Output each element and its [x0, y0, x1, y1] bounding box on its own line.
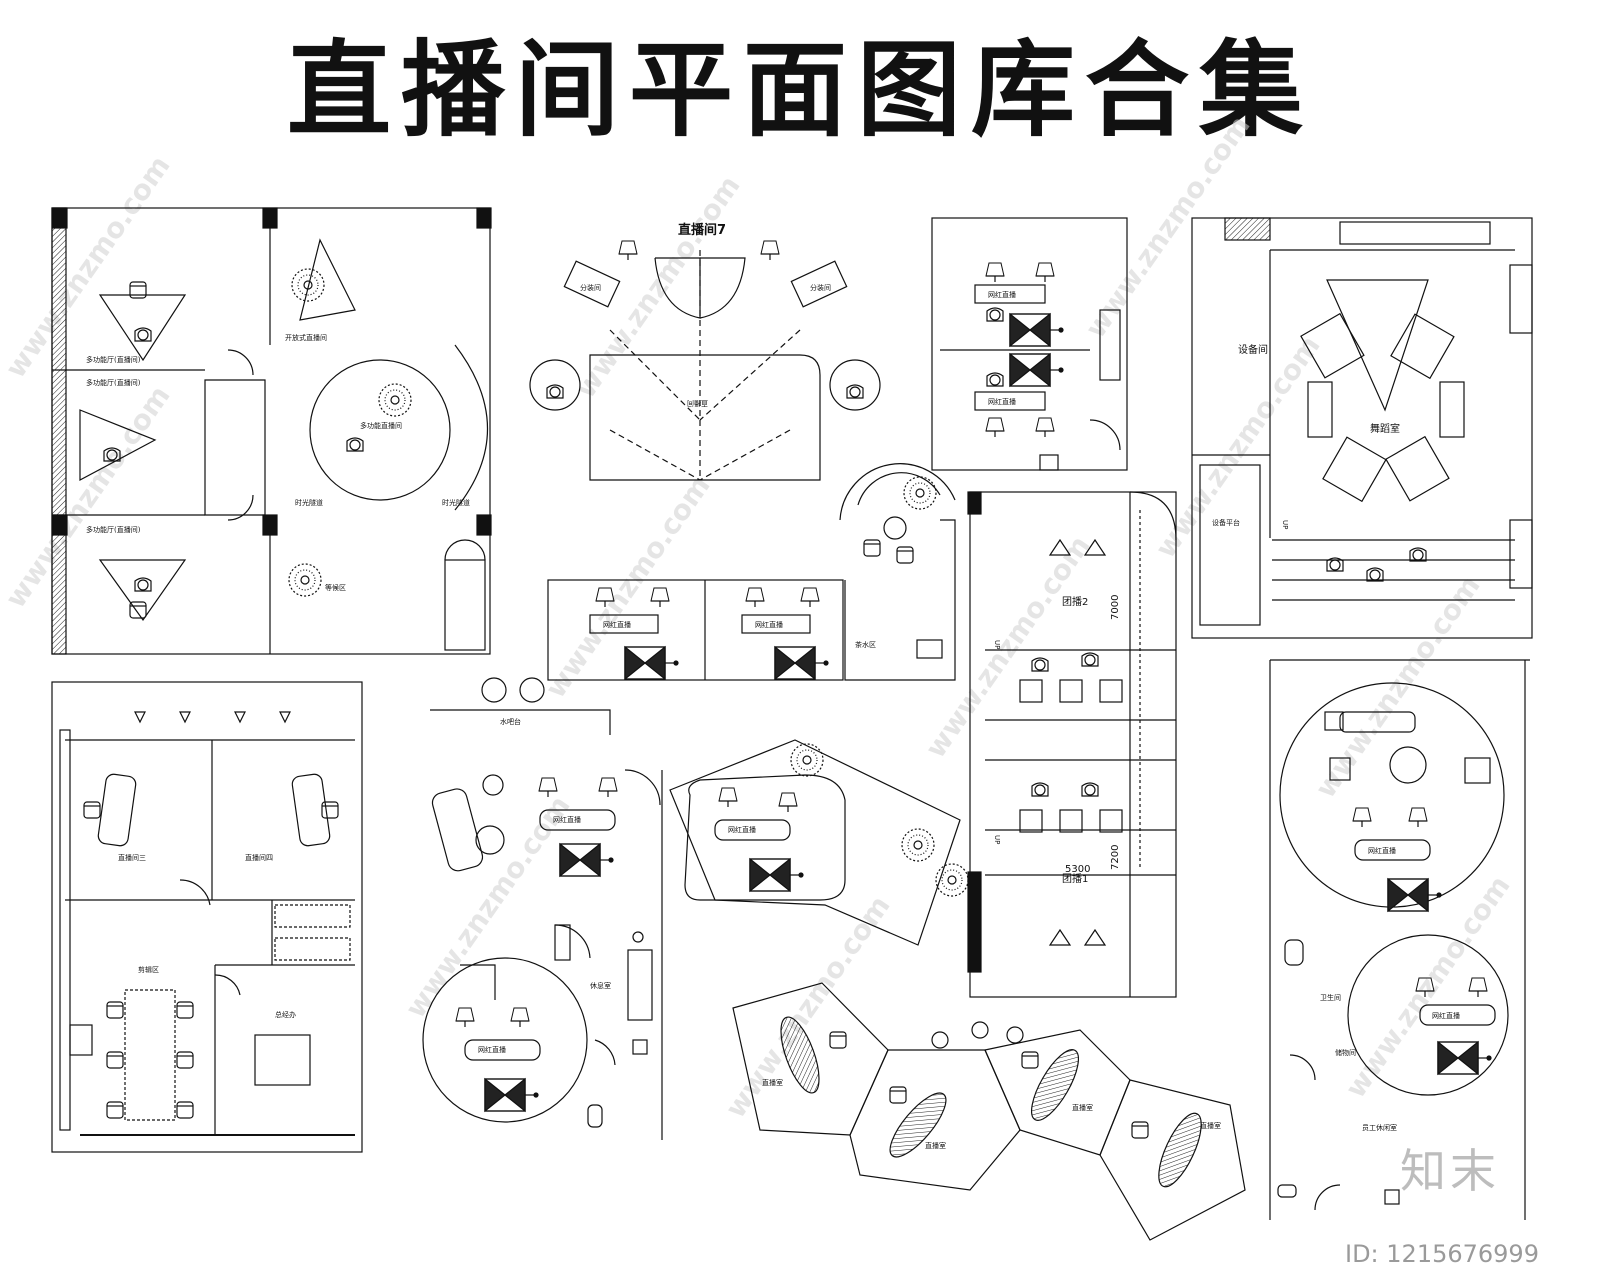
page-title: 直播间平面图库合集	[286, 29, 1313, 151]
room-label-live3: 直播间三	[118, 853, 146, 862]
room-label-rest: 休息室	[590, 981, 611, 990]
label-up-3: UP	[1281, 520, 1289, 529]
dim-7000: 7000	[1110, 595, 1121, 620]
room-label-makeup-2: 分装间	[810, 283, 831, 292]
plan-tea-zone	[547, 463, 956, 681]
plan-rotated-room	[669, 739, 969, 946]
watermark-layer: www.znzmo.com www.znzmo.com www.znzmo.co…	[0, 110, 1517, 1124]
room-label-room7: 直播间7	[678, 222, 726, 238]
dim-5300: 5300	[1065, 864, 1090, 875]
room-label-storage: 储物间	[1335, 1048, 1356, 1057]
room-label-time-tunnel-2: 时光隧道	[442, 498, 470, 507]
label-net-live-1: 网红直播	[988, 290, 1016, 299]
room-label-live4: 直播间四	[245, 853, 273, 862]
room-label-multi-hall-1: 多功能厅(直播间)	[86, 355, 141, 364]
room-label-multi-hall-3: 多功能厅(直播间)	[86, 525, 141, 534]
room-label-staff-lounge: 员工休闲室	[1362, 1123, 1397, 1132]
room-label-open-live: 开放式直播间	[285, 333, 327, 342]
plan-group-streaming	[967, 491, 1177, 998]
plan-pentagon-studios	[732, 982, 1246, 1241]
room-label-studio-3: 直播室	[1072, 1103, 1093, 1112]
label-net-live-9: 网红直播	[1432, 1011, 1460, 1020]
room-label-studio-2: 直播室	[925, 1141, 946, 1150]
label-up-1: UP	[993, 640, 1001, 649]
dim-7200: 7200	[1110, 845, 1121, 870]
label-net-live-2: 网红直播	[988, 397, 1016, 406]
plan-office	[51, 681, 363, 1153]
plan-dance-room	[1191, 217, 1533, 639]
watermark-text: www.znzmo.com	[1309, 570, 1487, 804]
plan-multi-function-complex	[51, 207, 492, 655]
plan-twin-rooms	[931, 217, 1128, 471]
room-label-equipment-room: 设备间	[1238, 343, 1268, 356]
label-net-live-6: 网红直播	[478, 1045, 506, 1054]
room-label-equipment-platform: 设备平台	[1212, 518, 1240, 527]
room-label-multi-hall-2: 多功能厅(直播间)	[86, 378, 141, 387]
watermark-text: www.znzmo.com	[0, 380, 177, 614]
plan-bar-rest	[422, 677, 663, 1140]
room-label-edit: 剪辑区	[138, 965, 159, 974]
watermark-text: www.znzmo.com	[919, 530, 1097, 764]
label-net-live-5: 网红直播	[553, 815, 581, 824]
label-up-2: UP	[993, 835, 1001, 844]
room-label-multi-live: 多功能直播间	[360, 421, 402, 430]
watermark-text: www.znzmo.com	[399, 790, 577, 1024]
room-label-studio-4: 直播室	[1200, 1121, 1221, 1130]
room-label-time-tunnel-1: 时光隧道	[295, 498, 323, 507]
room-label-group1: 团播1	[1062, 872, 1088, 885]
room-label-wc: 卫生间	[1320, 993, 1341, 1002]
room-label-gm: 总经办	[275, 1010, 296, 1019]
room-label-waiting: 等候区	[325, 583, 346, 592]
room-label-tea: 茶水区	[855, 640, 876, 649]
label-net-live-7: 网红直播	[728, 825, 756, 834]
room-label-group2: 团播2	[1062, 595, 1088, 608]
room-label-dance-room: 舞蹈室	[1370, 422, 1400, 435]
label-net-live-3: 网红直播	[603, 620, 631, 629]
room-label-studio-1: 直播室	[762, 1078, 783, 1087]
room-label-bar: 水吧台	[500, 717, 521, 726]
label-net-live-8: 网红直播	[1368, 846, 1396, 855]
room-label-stage-mirror: 直播间	[687, 399, 708, 408]
label-net-live-4: 网红直播	[755, 620, 783, 629]
plan-circular-rooms	[1269, 659, 1530, 1220]
watermark-logo: 知末	[1400, 1144, 1500, 1198]
image-id-label: ID: 1215676999	[1345, 1240, 1539, 1268]
room-label-makeup-1: 分装间	[580, 283, 601, 292]
plan-room-7	[529, 240, 881, 481]
